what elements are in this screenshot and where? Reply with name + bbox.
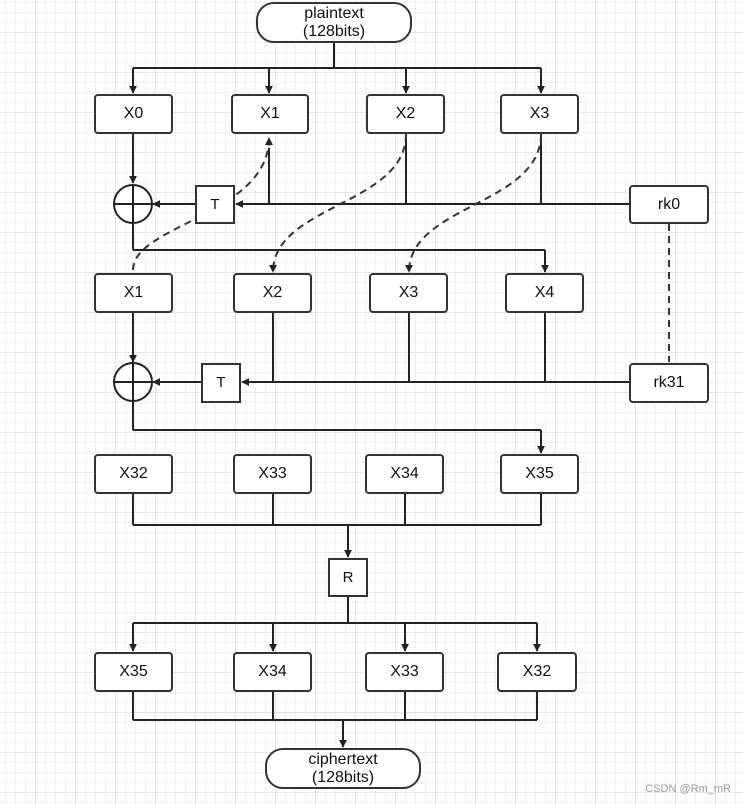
ciphertext-bits: (128bits) [311, 768, 375, 786]
state-box-row4-4: X32 [497, 652, 577, 692]
state-box-row2-4: X4 [505, 273, 584, 313]
state-box-row2-1: X1 [94, 273, 173, 313]
round-key-rk0: rk0 [629, 185, 709, 224]
plaintext-label: plaintext [304, 4, 364, 22]
dashed-arrow [405, 133, 542, 273]
state-box-row1-1: X0 [94, 94, 173, 134]
watermark: CSDN @Rm_mR [645, 783, 731, 795]
state-box-row1-3: X2 [366, 94, 445, 134]
xor-symbol-1 [113, 184, 153, 224]
state-box-row3-2: X33 [233, 454, 312, 494]
ciphertext-label: ciphertext [308, 750, 378, 768]
t-transform-box-2: T [201, 363, 241, 403]
state-box-row2-2: X2 [233, 273, 312, 313]
round-key-rk31: rk31 [629, 363, 709, 403]
dashed-arrow [269, 133, 407, 273]
state-box-row3-1: X32 [94, 454, 173, 494]
ciphertext-node: ciphertext (128bits) [265, 748, 421, 789]
state-box-row3-3: X34 [365, 454, 444, 494]
state-box-row3-4: X35 [500, 454, 579, 494]
state-box-row2-3: X3 [369, 273, 448, 313]
state-box-row1-4: X3 [500, 94, 579, 134]
state-box-row1-2: X1 [231, 94, 309, 134]
plaintext-bits: (128bits) [302, 22, 366, 40]
r-reverse-box: R [328, 558, 368, 597]
state-box-row4-2: X34 [233, 652, 312, 692]
state-box-row4-1: X35 [94, 652, 173, 692]
plaintext-node: plaintext (128bits) [256, 2, 412, 43]
state-box-row4-3: X33 [365, 652, 444, 692]
t-transform-box-1: T [195, 185, 235, 224]
xor-symbol-2 [113, 362, 153, 402]
